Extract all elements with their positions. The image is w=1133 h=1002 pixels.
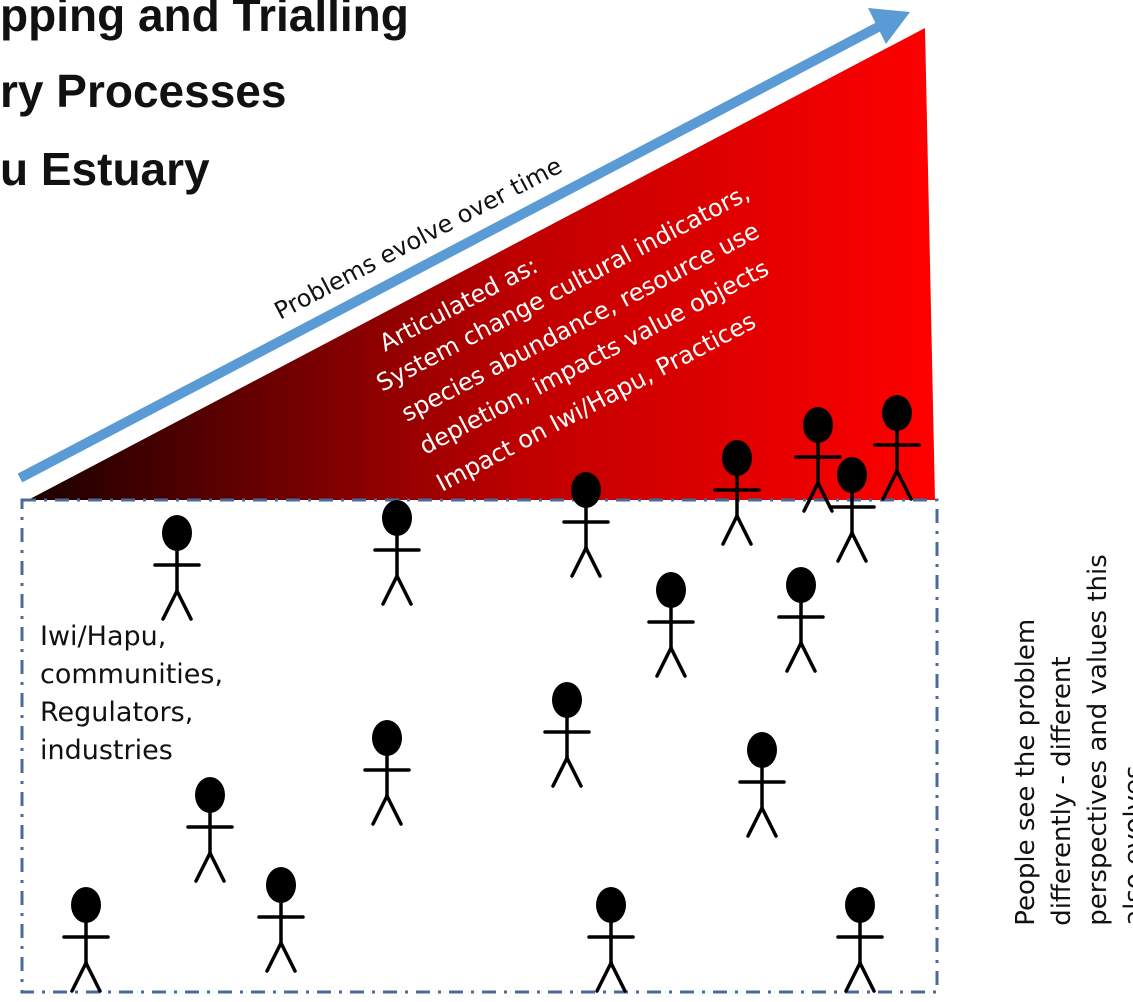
stick-figures <box>62 395 921 993</box>
stick-figure <box>153 515 201 621</box>
time-arrow-head <box>868 8 910 44</box>
stick-figure <box>777 567 825 673</box>
stick-figure <box>647 572 695 678</box>
stick-figure <box>836 887 884 993</box>
side-note: People see the problem differently - dif… <box>1008 554 1133 926</box>
stakeholder-box <box>20 498 939 994</box>
stick-figure <box>186 777 234 883</box>
stakeholder-line-2: communities, <box>40 659 224 690</box>
title-line-1: pping and Trialling <box>0 0 409 41</box>
stick-figure <box>713 440 761 546</box>
stick-figure <box>828 457 876 563</box>
side-note-line-2: differently - different <box>1047 656 1077 926</box>
problem-triangle <box>28 28 935 500</box>
stick-figure <box>587 887 635 993</box>
stick-figure <box>257 867 305 973</box>
stick-figure <box>543 682 591 788</box>
stick-figure <box>738 732 786 838</box>
side-note-line-4: also evolves <box>1119 765 1133 926</box>
stick-figure <box>62 887 110 993</box>
time-arrow-shaft <box>17 21 883 483</box>
stick-figure <box>363 720 411 826</box>
stakeholder-line-3: Regulators, <box>40 697 194 728</box>
stick-figure <box>562 472 610 578</box>
stick-figure <box>794 407 842 513</box>
side-note-line-3: perspectives and values this <box>1083 554 1113 926</box>
title-line-3: u Estuary <box>0 143 210 195</box>
stakeholder-label: Iwi/Hapu, communities, Regulators, indus… <box>40 618 223 770</box>
stakeholder-line-1: Iwi/Hapu, <box>40 621 167 652</box>
side-note-line-1: People see the problem <box>1011 618 1041 926</box>
stick-figure <box>373 500 421 606</box>
title-line-2: ry Processes <box>0 65 287 117</box>
stakeholder-line-4: industries <box>40 735 173 766</box>
stick-figure <box>873 395 921 501</box>
